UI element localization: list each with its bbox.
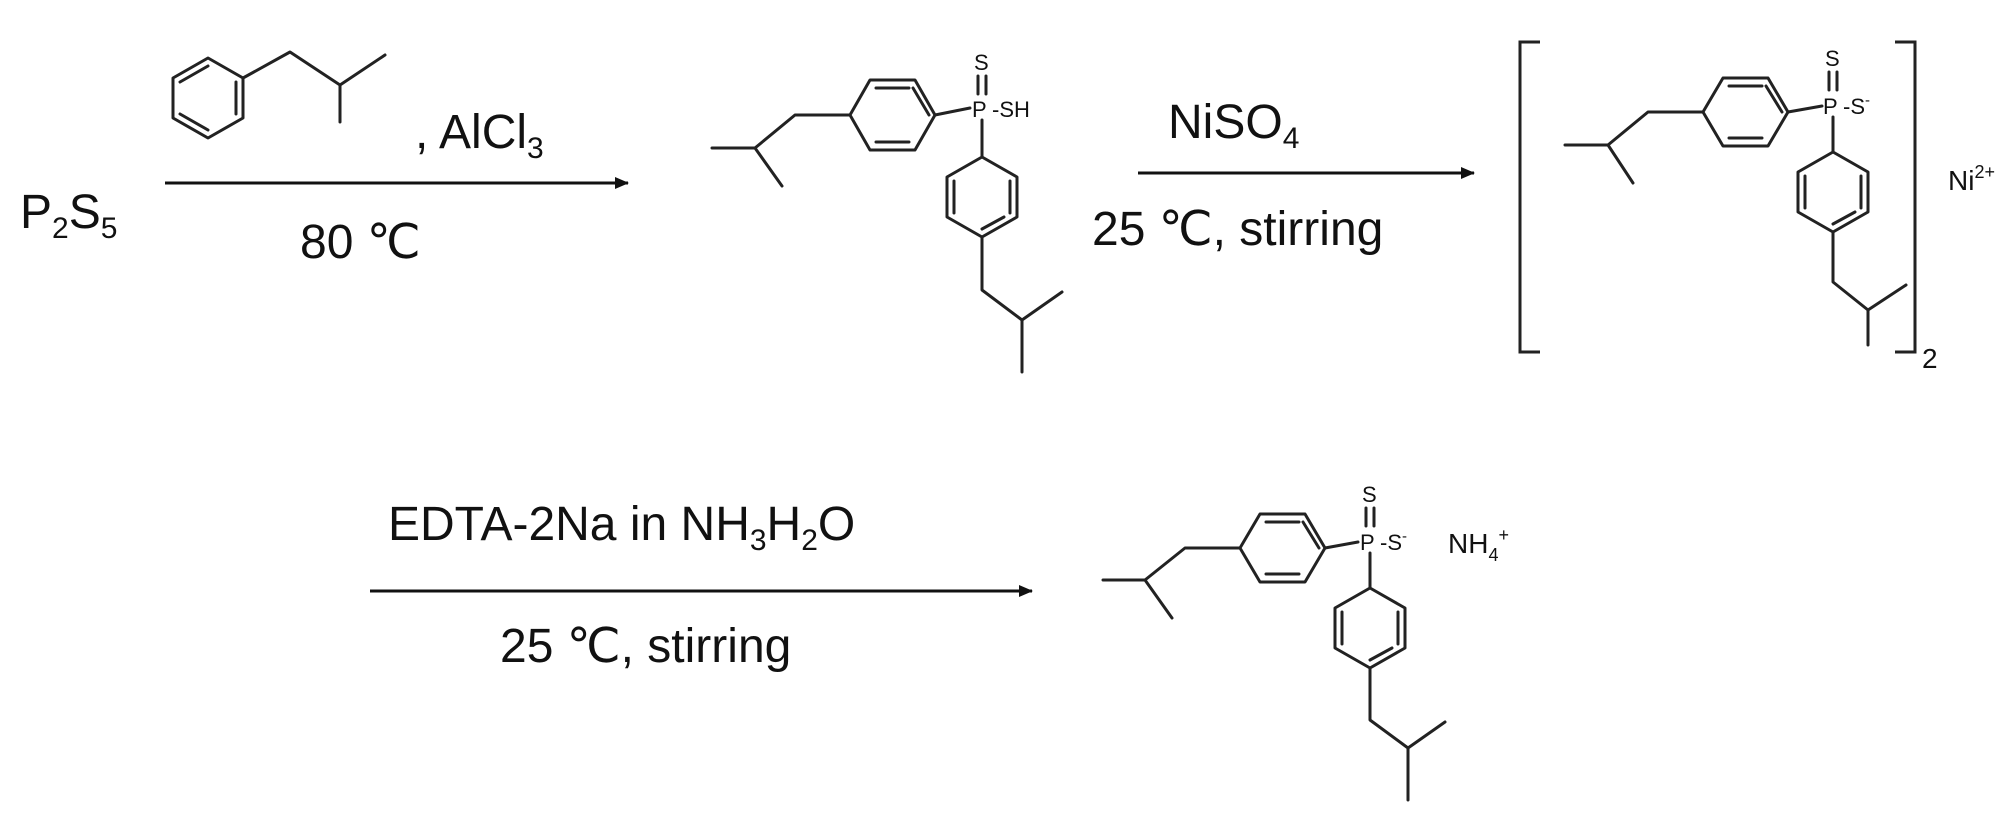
reagent-niso4: NiSO4 bbox=[1168, 96, 1299, 155]
complex-p-atom: P bbox=[1823, 94, 1838, 119]
dithiophosphinic-acid-structure bbox=[710, 74, 1064, 374]
product1-sh-group: -SH bbox=[992, 97, 1030, 122]
condition-25c-stirring-2: 25 ℃, stirring bbox=[500, 620, 791, 673]
ammonium-cation: NH4+ bbox=[1448, 525, 1509, 565]
bracket-subscript: 2 bbox=[1922, 343, 1938, 374]
isobutylbenzene-structure bbox=[171, 50, 387, 140]
condition-80c: 80 ℃ bbox=[300, 216, 421, 269]
complex-s-atom: S bbox=[1825, 46, 1840, 71]
complex-s-minus-group: -S- bbox=[1843, 92, 1870, 119]
nickel-cation: Ni2+ bbox=[1948, 162, 1995, 196]
ammonium-dithiophosphinate-structure bbox=[1101, 506, 1447, 802]
product1-p-atom: P bbox=[972, 97, 987, 122]
right-bracket bbox=[1895, 40, 1917, 354]
product2-p-atom: P bbox=[1360, 530, 1375, 555]
product1-s-atom: S bbox=[974, 50, 989, 75]
reagent-edta-2na: EDTA-2Na in NH3H2O bbox=[388, 498, 855, 557]
product2-s-atom: S bbox=[1362, 482, 1377, 507]
reagent-alcl3: , AlCl3 bbox=[415, 106, 544, 165]
reagent-p2s5: P2S5 bbox=[20, 186, 117, 245]
dithiophosphinate-ligand-structure bbox=[1563, 70, 1908, 347]
product2-s-minus-group: -S- bbox=[1380, 528, 1407, 555]
condition-25c-stirring-1: 25 ℃, stirring bbox=[1092, 203, 1383, 256]
left-bracket bbox=[1518, 40, 1540, 354]
